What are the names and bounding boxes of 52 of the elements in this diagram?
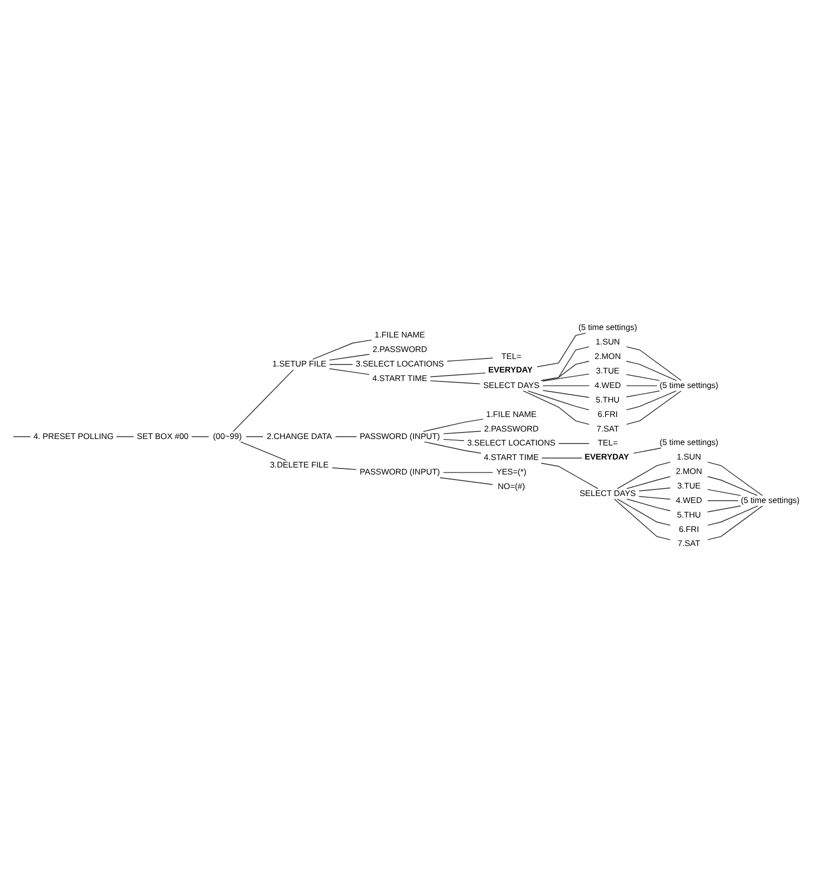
connector (522, 390, 589, 424)
connector (625, 390, 660, 397)
connector (706, 504, 758, 526)
connector (626, 346, 682, 380)
connector (626, 476, 670, 489)
connector (328, 353, 370, 360)
connector (542, 390, 589, 398)
connector (542, 384, 589, 386)
connector (116, 436, 134, 437)
connector (542, 373, 589, 381)
connector (424, 440, 481, 454)
connector (190, 436, 209, 437)
connector (334, 436, 356, 437)
connector (626, 498, 670, 511)
connector (626, 360, 676, 380)
connector (632, 447, 661, 454)
connector (626, 390, 676, 410)
connector (536, 332, 586, 367)
connector (706, 488, 741, 496)
connector (706, 505, 762, 540)
connector (12, 436, 30, 437)
connector (706, 505, 741, 512)
connector (331, 466, 356, 470)
connector (558, 442, 589, 444)
connector (540, 346, 589, 380)
connector (626, 390, 682, 424)
connector (429, 372, 486, 377)
connector (625, 384, 657, 386)
connector (442, 430, 481, 434)
connector (429, 380, 480, 384)
connector (706, 476, 758, 496)
connector (540, 462, 598, 489)
connector (245, 436, 263, 437)
connector (422, 418, 483, 432)
connector (232, 368, 294, 432)
connector (240, 440, 286, 460)
connector (706, 500, 738, 501)
connector (638, 496, 670, 500)
connector (616, 498, 670, 526)
connector (442, 438, 464, 441)
connector (328, 368, 370, 374)
connector (616, 461, 670, 489)
connector (706, 461, 762, 496)
connector (638, 487, 670, 491)
connector (540, 457, 582, 458)
connector (439, 476, 493, 484)
connector (540, 360, 589, 380)
connector (312, 339, 372, 360)
connector (446, 357, 493, 362)
connector (613, 498, 670, 540)
connector (527, 390, 589, 410)
connector (625, 374, 660, 380)
